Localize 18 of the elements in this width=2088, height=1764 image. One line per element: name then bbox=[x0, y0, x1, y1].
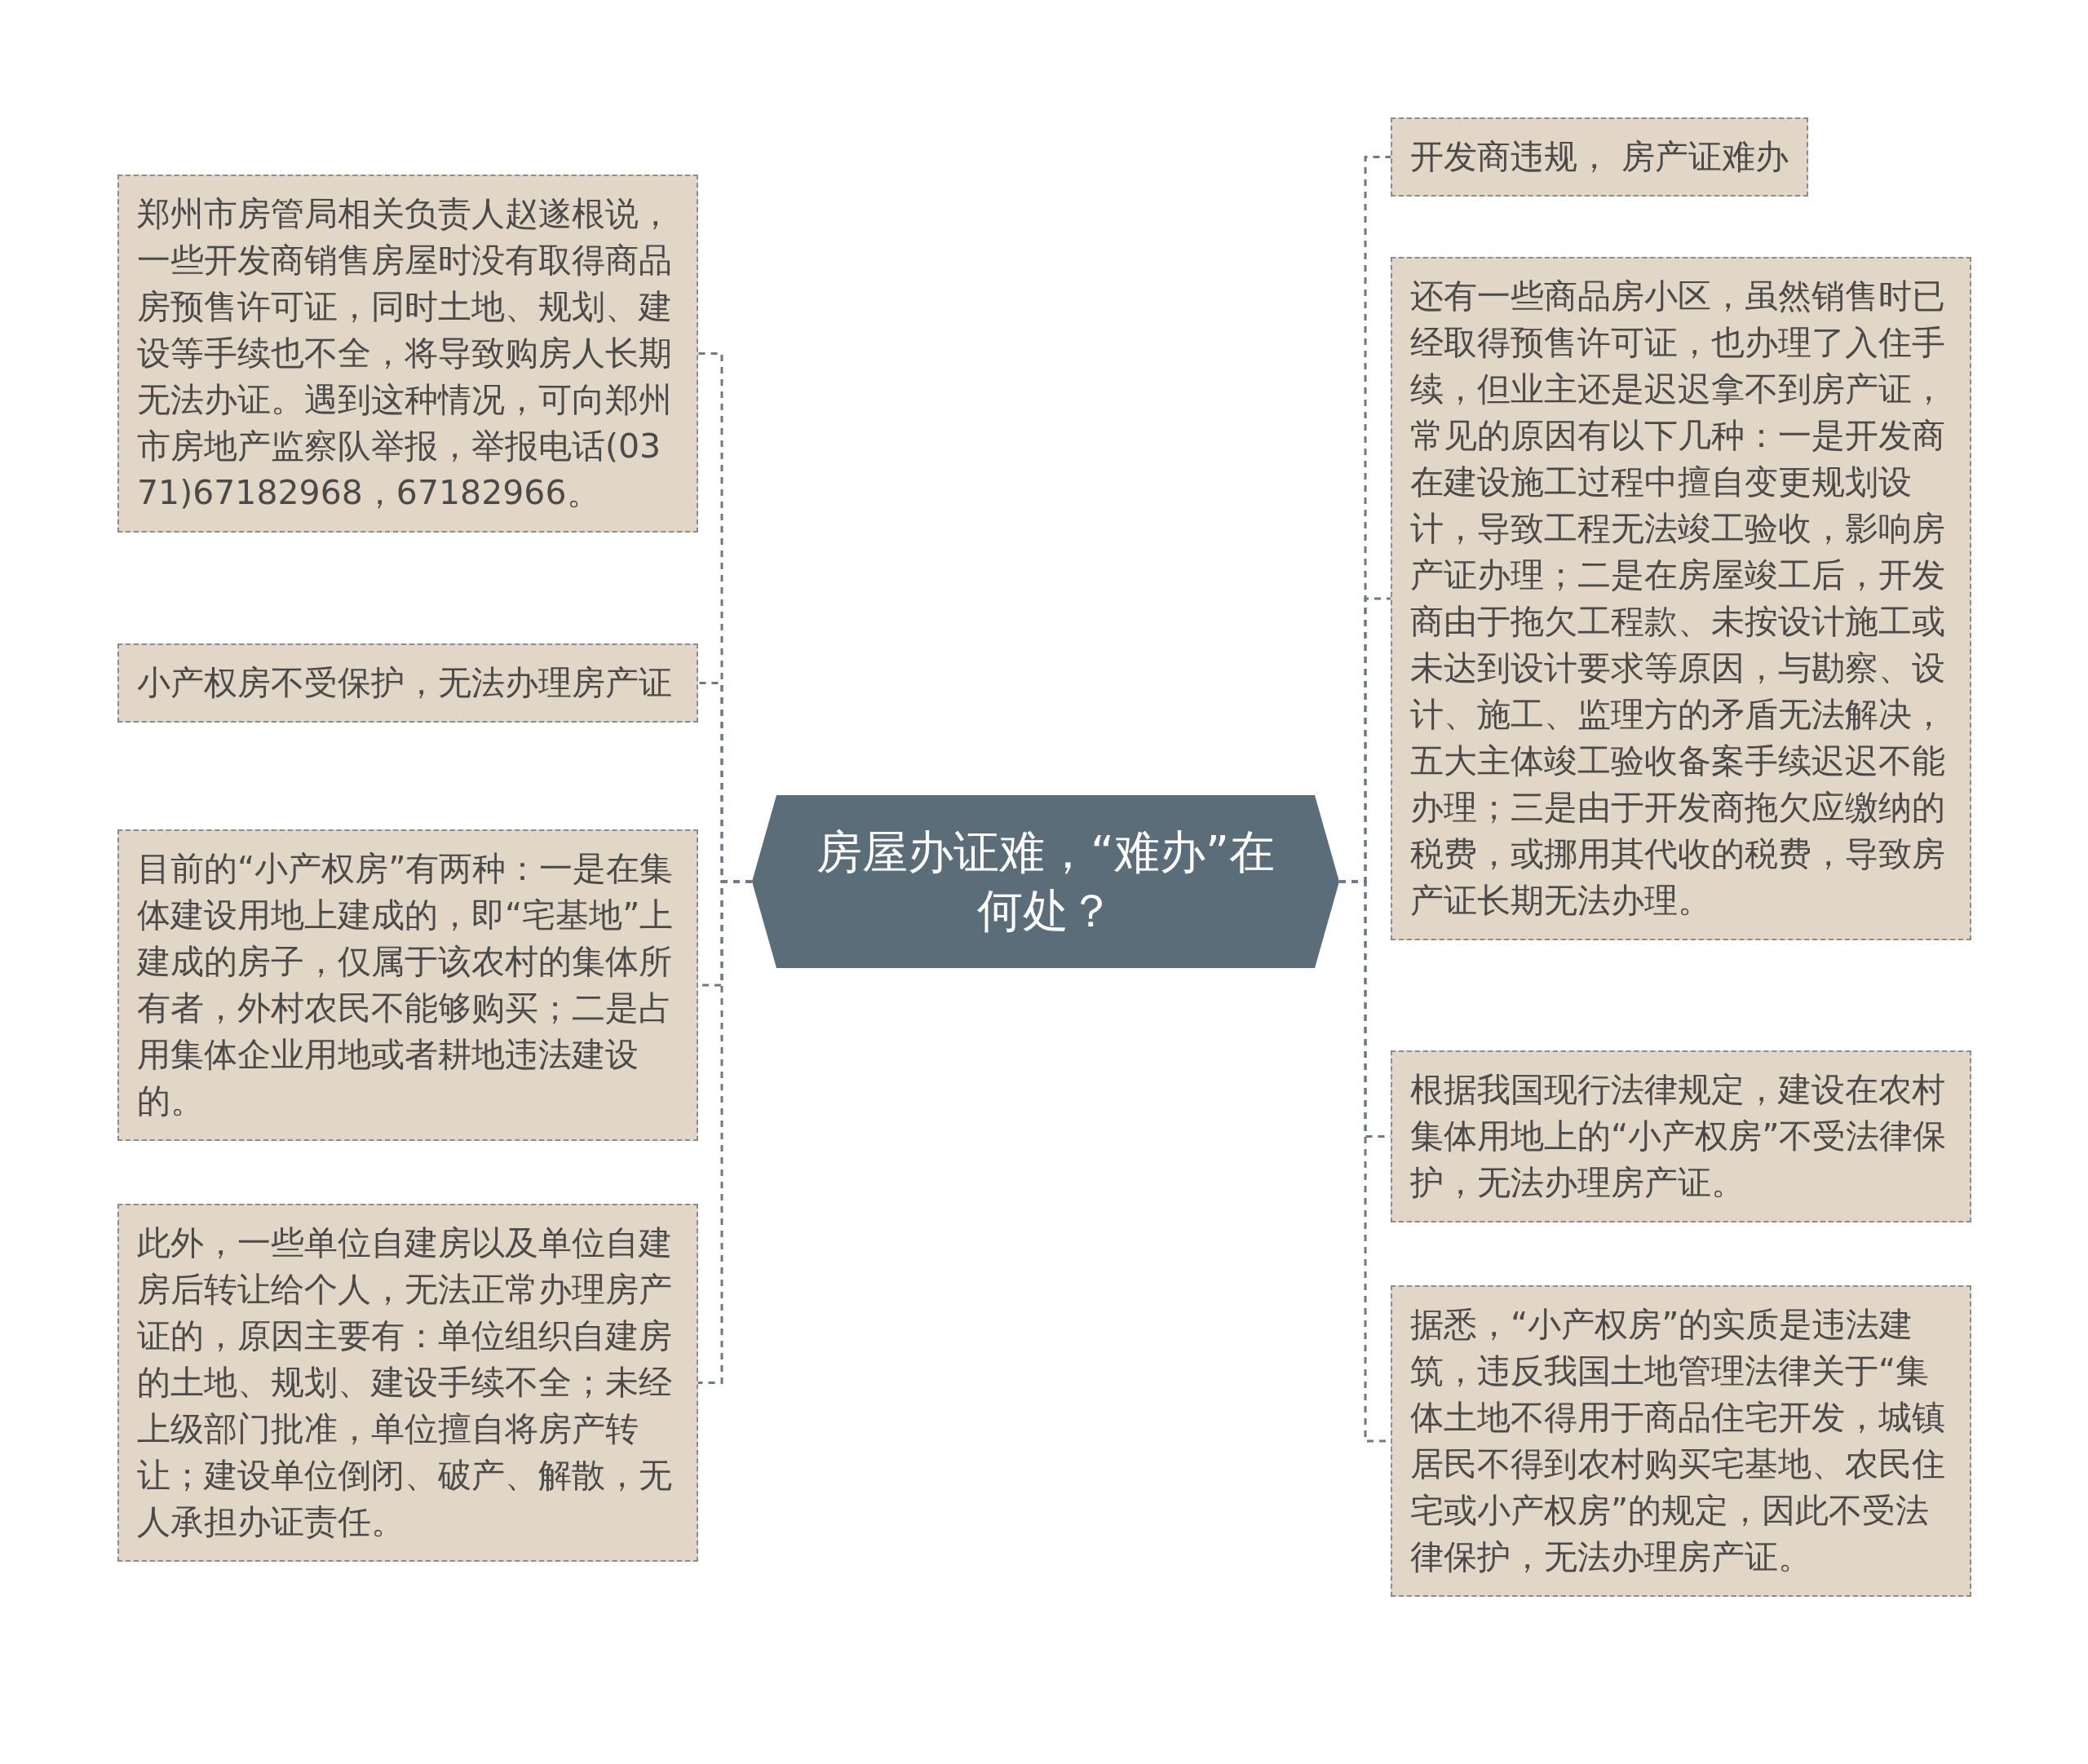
connector-line bbox=[698, 880, 752, 1384]
topic-box bbox=[117, 829, 698, 1141]
topic-box bbox=[1391, 117, 1809, 197]
topic-box bbox=[1391, 1050, 1971, 1222]
topic-text: 房屋办证难，“难办”在何处？ bbox=[816, 825, 1276, 939]
topic-text: 还有一些商品房小区，虽然销售时已经取得预售许可证，也办理了入住手续，但业主还是迟迟拿不到房产证，常见的原因有以下几种：一是开发商在建设施工过程中擅自变更规划设计，导致工程无法竣工验收，影响房产证办理；二是在房屋竣工后，开发商由于拖欠工程款、未按设计施工或未达到设计要求等原因，与勘察、设计、施工、监理方的矛盾无法解决，五大主体竣工验收备案手续迟迟不能办理；三是由于开发商拖欠应缴纳的税费，或挪用其代收的税费，导致房产证长期无法办理。 bbox=[1410, 276, 1946, 922]
topic-box bbox=[117, 643, 698, 723]
topic-text: 目前的“小产权房”有两种：一是在集体建设用地上建成的，即“宅基地”上建成的房子，仅属于该农村的集体所有者，外村农民不能够购买；二是占用集体企业用地或者耕地违法建设的。 bbox=[137, 848, 675, 1122]
central-topic-hexagon bbox=[752, 795, 1339, 968]
topic-box bbox=[117, 175, 698, 533]
topic-text: 郑州市房管局相关负责人赵遂根说，一些开发商销售房屋时没有取得商品房预售许可证，同时土地、规划、建设等手续也不全，将导致购房人长期无法办证。遇到这种情况，可向郑州市房地产监察队举报，举报电话(0371)67182968，67182966。 bbox=[137, 193, 673, 514]
topic-text: 此外，一些单位自建房以及单位自建房后转让给个人，无法正常办理房产证的，原因主要有：单位组织自建房的土地、规划、建设手续不全；未经上级部门批准，单位擅自将房产转让；建设单位倒闭、破产、解散，无人承担办证责任。 bbox=[137, 1222, 673, 1543]
topic-text: 据悉，“小产权房”的实质是违法建筑，违反我国土地管理法律关于“集体土地不得用于商品住宅开发，城镇居民不得到农村购买宅基地、农民住宅或小产权房”的规定，因此不受法律保护，无法办理房产证。 bbox=[1410, 1304, 1946, 1578]
topic-box bbox=[117, 1204, 698, 1562]
topic-text: 开发商违规， 房产证难办 bbox=[1410, 136, 1789, 178]
topic-text: 小产权房不受保护，无法办理房产证 bbox=[137, 662, 673, 704]
topic-box bbox=[1391, 1285, 1971, 1597]
topic-text: 根据我国现行法律规定，建设在农村集体用地上的“小产权房”不受法律保护，无法办理房产证。 bbox=[1410, 1069, 1948, 1204]
